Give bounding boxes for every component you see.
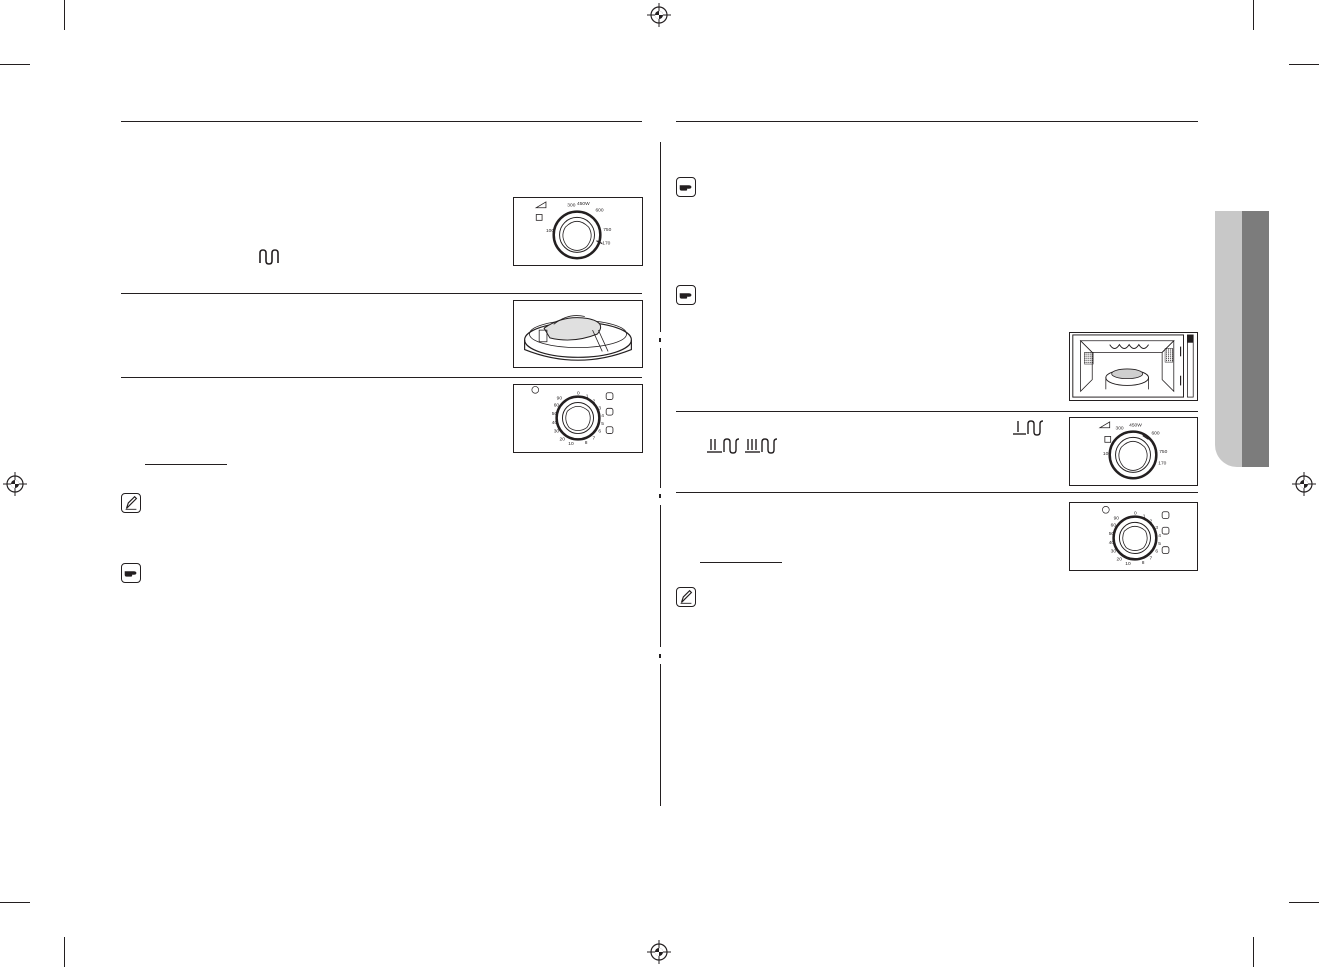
svg-text:50: 50 (552, 411, 558, 417)
svg-text:0: 0 (1134, 511, 1137, 517)
crop-mark (64, 937, 65, 967)
registration-mark-icon (647, 3, 671, 27)
svg-text:30: 30 (554, 429, 560, 435)
svg-text:4: 4 (601, 413, 604, 419)
power-dial-figure: 300 450W 600 750 100 170 (513, 197, 643, 266)
svg-text:10: 10 (1125, 561, 1131, 567)
svg-text:5: 5 (601, 421, 604, 427)
gutter-divider (660, 348, 661, 488)
svg-text:2: 2 (1150, 518, 1153, 524)
svg-text:2: 2 (593, 398, 596, 404)
svg-text:5: 5 (1158, 541, 1161, 547)
note-hand-icon (676, 177, 696, 197)
svg-text:3: 3 (598, 405, 601, 411)
step-separator (676, 411, 1198, 412)
oven-interior-figure (1069, 332, 1198, 401)
gutter-divider (660, 142, 661, 332)
svg-text:10: 10 (568, 441, 574, 447)
svg-text:300: 300 (1116, 426, 1124, 432)
grill-symbol-icon (258, 249, 280, 265)
step-separator (121, 377, 642, 378)
gutter-mark (659, 494, 661, 498)
svg-text:750: 750 (1159, 449, 1167, 455)
svg-text:1: 1 (586, 394, 589, 400)
svg-text:750: 750 (603, 227, 611, 233)
crop-mark (0, 64, 30, 65)
timer-dial-figure: 0 1 2 3 4 5 6 7 8 10 20 30 40 50 60 90 (513, 384, 643, 453)
combi-grill-symbol-icon (744, 438, 778, 454)
combi-grill-symbol-icon (1012, 420, 1044, 436)
note-hand-icon (121, 563, 141, 583)
crop-mark (64, 0, 65, 30)
note-hand-icon (676, 285, 696, 305)
crop-mark (1289, 902, 1319, 903)
crop-mark (0, 902, 30, 903)
svg-text:7: 7 (593, 435, 596, 441)
svg-text:600: 600 (595, 208, 603, 214)
right-page-header-rule (676, 121, 1198, 122)
svg-text:7: 7 (1150, 555, 1153, 561)
crop-mark (1253, 937, 1254, 967)
svg-text:60: 60 (554, 402, 560, 408)
svg-text:170: 170 (1158, 461, 1166, 467)
crop-mark (1253, 0, 1254, 30)
memo-pencil-icon (676, 587, 696, 607)
svg-text:8: 8 (585, 440, 588, 446)
svg-text:0: 0 (577, 391, 580, 397)
registration-mark-icon (647, 940, 671, 964)
svg-text:300: 300 (567, 203, 575, 209)
gutter-mark (659, 654, 661, 658)
svg-text:30: 30 (1111, 549, 1117, 555)
svg-text:4: 4 (1158, 533, 1161, 539)
left-page-header-rule (121, 121, 642, 122)
svg-text:100: 100 (546, 228, 554, 234)
side-thumb-tab-dark (1242, 211, 1269, 467)
svg-text:1: 1 (1143, 514, 1146, 520)
timer-dial-figure: 0 1 2 3 4 5 6 7 8 10 20 30 40 50 60 90 (1069, 502, 1198, 571)
svg-text:90: 90 (557, 396, 563, 402)
underline-blank (145, 464, 227, 465)
svg-text:100: 100 (1103, 451, 1111, 457)
svg-text:170: 170 (602, 241, 610, 247)
grill-rack-figure (513, 300, 643, 368)
svg-text:450W: 450W (1129, 423, 1142, 429)
svg-text:450W: 450W (577, 201, 590, 207)
underline-blank (700, 562, 782, 563)
svg-text:3: 3 (1155, 525, 1158, 531)
svg-text:20: 20 (1117, 556, 1123, 562)
combi-grill-symbol-icon (706, 438, 740, 454)
gutter-mark (659, 338, 661, 342)
crop-mark (1289, 64, 1319, 65)
svg-text:6: 6 (1155, 549, 1158, 555)
svg-text:40: 40 (552, 420, 558, 426)
registration-mark-icon (3, 472, 27, 496)
memo-pencil-icon (121, 493, 141, 513)
svg-text:600: 600 (1151, 431, 1159, 437)
registration-mark-icon (1292, 472, 1316, 496)
svg-text:60: 60 (1111, 522, 1117, 528)
gutter-divider (660, 664, 661, 806)
gutter-divider (660, 505, 661, 647)
svg-text:40: 40 (1109, 540, 1115, 546)
svg-text:6: 6 (598, 429, 601, 435)
power-dial-figure: 300 450W 600 750 100 170 (1069, 417, 1198, 486)
step-separator (121, 293, 642, 294)
svg-text:8: 8 (1142, 560, 1145, 566)
svg-text:90: 90 (1114, 516, 1120, 522)
step-separator (676, 492, 1198, 493)
svg-text:20: 20 (560, 436, 566, 442)
svg-text:50: 50 (1109, 531, 1115, 537)
